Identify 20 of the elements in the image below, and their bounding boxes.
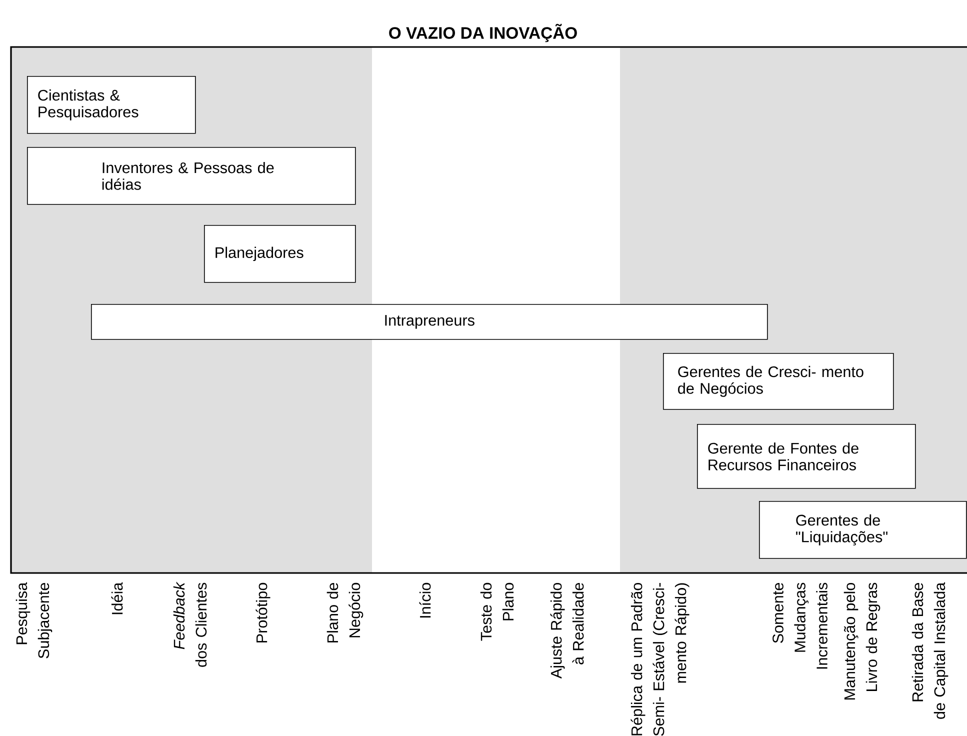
stage-label: Somente Mudanças Incrementais — [772, 582, 828, 669]
role-box: Intrapreneurs — [91, 304, 768, 340]
stage-label: Réplica de um Padrão Semi- Estável (Cresci- mento Rápido) — [630, 582, 690, 736]
stage-label: Protótipo — [256, 582, 270, 642]
stage-label: Teste do Plano — [480, 582, 514, 641]
role-box: Planejadores — [204, 225, 356, 283]
role-box: Gerentes de Cresci- mento de Negócios — [663, 353, 894, 410]
stage-label: Pesquisa Subjacente — [16, 582, 52, 658]
stage-label: Início — [419, 582, 431, 618]
role-box: Gerente de Fontes de Recursos Financeiros — [697, 424, 916, 489]
stage-label: Plano de Negócio — [326, 582, 364, 642]
stage-label: Idéia — [111, 582, 123, 614]
role-box: Gerentes de "Liquidações" — [759, 501, 967, 559]
stage-label: Ajuste Rápido à Realidade — [550, 582, 584, 679]
stage-label: Manutenção pelo Livro de Regras — [844, 582, 880, 700]
role-box: Cientistas & Pesquisadores — [27, 76, 196, 134]
role-box: Inventores & Pessoas de idéias — [27, 147, 356, 205]
title: O VAZIO DA INOVAÇÃO — [389, 24, 577, 42]
stage-label: Feedback dos Clientes — [173, 582, 207, 667]
stage-label: Retirada da Base de Capital Instalada — [912, 582, 948, 719]
